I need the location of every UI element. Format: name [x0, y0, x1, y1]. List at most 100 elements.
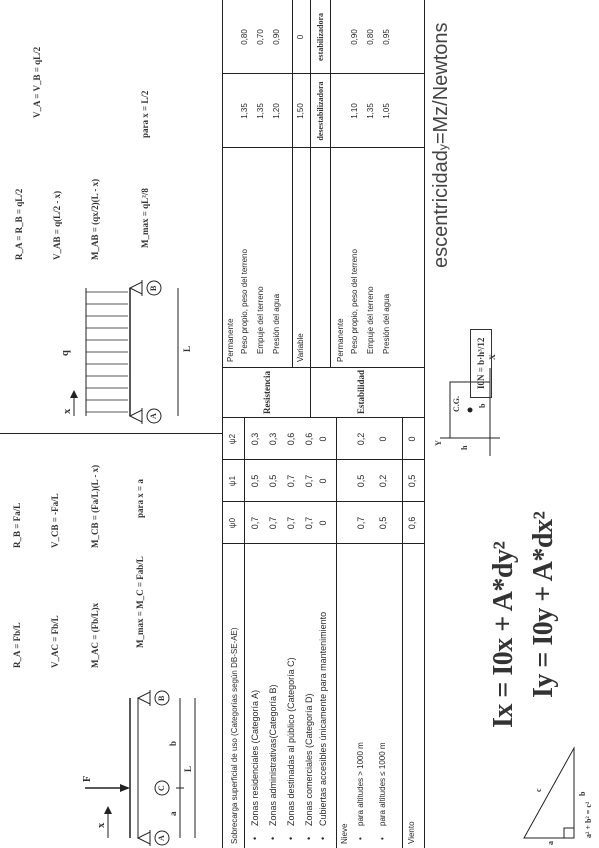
cell: 0,5 — [407, 474, 417, 488]
formula-ix: Ix = I0x + A*dy² — [488, 541, 519, 728]
label-l2: L — [182, 345, 192, 352]
label-x2: x — [62, 408, 73, 414]
column-divider — [0, 433, 222, 434]
formula-mmax: M_max = M_C = Fab/L — [135, 556, 145, 648]
formula-ion: I0N = b·h³/12 — [470, 328, 492, 398]
label-b-support: B — [157, 695, 166, 701]
sobrecarga-header-line — [244, 418, 245, 848]
coef-permanente: Permanente — [226, 318, 235, 362]
band-divider — [222, 0, 223, 848]
pythagoras: a² + b² = c² — [584, 801, 593, 838]
sobrecarga-row-label: Zonas destinadas al público (Categoría C… — [286, 657, 296, 826]
cell: 0,70 — [256, 29, 265, 45]
cell: 0,2 — [356, 432, 366, 446]
coef-section-divider — [222, 367, 424, 368]
coef-left-border — [222, 417, 424, 418]
label-f: F — [82, 775, 93, 782]
nieve-title: Nieve — [340, 823, 349, 844]
label-x: x — [96, 822, 107, 828]
nieve-row-label: para altitudes > 1000 m — [356, 742, 365, 826]
label-estabilidad: Estabilidad — [356, 369, 366, 414]
formula-vac: V_AC = Fb/L — [50, 615, 60, 668]
cell: 0,80 — [366, 29, 375, 45]
cell: 1,05 — [382, 103, 391, 119]
header-psi1: ψ1 — [228, 475, 237, 487]
coef-row-label: Empuje del terreno — [366, 286, 375, 354]
eccentricity-note: escentricidady=Mz/Newtons — [430, 22, 453, 268]
coef-permanente2: Permanente — [336, 318, 345, 362]
tri-c: c — [534, 788, 543, 792]
formula-rb: R_B = Fa/L — [12, 502, 22, 548]
cell: 0,5 — [356, 474, 366, 488]
coef-row-label: Empuje del terreno — [256, 286, 265, 354]
coef-row-label: Peso propio, peso del terreno — [240, 249, 249, 354]
cell: 0 — [296, 34, 305, 40]
cell: 0,6 — [407, 516, 417, 530]
beam-distributed-load-diagram — [70, 280, 179, 424]
sobrecarga-row-label: Zonas comerciales (Categoría D) — [304, 693, 314, 826]
sobrecarga-row-label: Cubiertas accesibles únicamente para man… — [318, 612, 328, 826]
cell: 0 — [318, 478, 328, 484]
sobrecarga-row-label: Zonas residenciales (Categoría A) — [250, 690, 260, 826]
exc-sub: y — [436, 144, 450, 151]
formula-mab: M_AB = (qx/2)(L - x) — [90, 178, 100, 260]
beam-point-load-diagram — [85, 690, 196, 846]
coef-row-label: Presión del agua — [382, 293, 391, 354]
header-psi2: ψ2 — [228, 433, 237, 445]
cell: 0,5 — [378, 516, 388, 530]
label-l: L — [183, 765, 193, 772]
cell: 1,35 — [240, 103, 249, 119]
coef-row-label: Presión del agua — [272, 293, 281, 354]
cell: 0,7 — [304, 474, 314, 488]
label-b2: B — [149, 285, 158, 291]
header-desestabilizadora: desestabilizadora — [316, 81, 325, 141]
label-a2: A — [149, 413, 158, 419]
formula-ra-rb: R_A = R_B = qL/2 — [14, 188, 24, 260]
formula-va-vb: V_A = V_B = qL/2 — [32, 46, 42, 118]
tri-b: b — [578, 791, 587, 796]
coef-variable: Variable — [296, 333, 305, 362]
label-resistencia: Resistencia — [262, 371, 272, 414]
coef-desest-line — [330, 0, 331, 368]
cell: 0,2 — [378, 474, 388, 488]
cell: 0,95 — [382, 29, 391, 45]
exc-rest: =Mz/Newtons — [430, 22, 452, 145]
cell: 0 — [378, 436, 388, 442]
cell: 1,20 — [272, 103, 281, 119]
formula-mac: M_AC = (Fb/L)x — [90, 602, 100, 668]
section-rectangle-diagram — [440, 368, 500, 456]
label-c: C — [157, 785, 166, 791]
cell: 1,35 — [366, 103, 375, 119]
cell: 1,10 — [350, 103, 359, 119]
cell: 0,6 — [304, 432, 314, 446]
right-triangle-diagram — [523, 746, 575, 839]
sobrecarga-title: Sobrecarga superficial de uso (Categoría… — [230, 627, 239, 844]
viento-title: Viento — [407, 821, 416, 844]
sobrecarga-row-label: Zonas administrativas(Categoría B) — [268, 684, 278, 826]
header-estabilizadora: estabilizadora — [316, 13, 325, 61]
cell: 0,7 — [250, 516, 260, 530]
cell: 0,90 — [272, 29, 281, 45]
label-b-dim: b — [168, 740, 178, 746]
cell: 0,6 — [286, 432, 296, 446]
cell: 0,80 — [240, 29, 249, 45]
formula-ra: R_A = Fb/L — [12, 622, 22, 668]
viento-top-line — [402, 418, 403, 848]
cell: 0,3 — [250, 432, 260, 446]
cell: 0,90 — [350, 29, 359, 45]
cell: 0,5 — [250, 474, 260, 488]
cell: 0,5 — [268, 474, 278, 488]
coef-row-label: Peso propio, peso del terreno — [350, 249, 359, 354]
label-a: A — [157, 835, 166, 841]
exc-label: escentricidad — [430, 150, 452, 268]
nieve-top-line — [336, 418, 337, 848]
label-q: q — [60, 350, 71, 356]
cell: 0 — [407, 436, 417, 442]
coef-section-line — [310, 0, 311, 418]
cell: 0,7 — [286, 474, 296, 488]
rect-b: b — [478, 403, 487, 408]
formula-mcb: M_CB = (Fa/L)(L - x) — [90, 464, 100, 548]
rect-y: Y — [434, 440, 443, 446]
tables-bottom-line — [424, 0, 425, 848]
